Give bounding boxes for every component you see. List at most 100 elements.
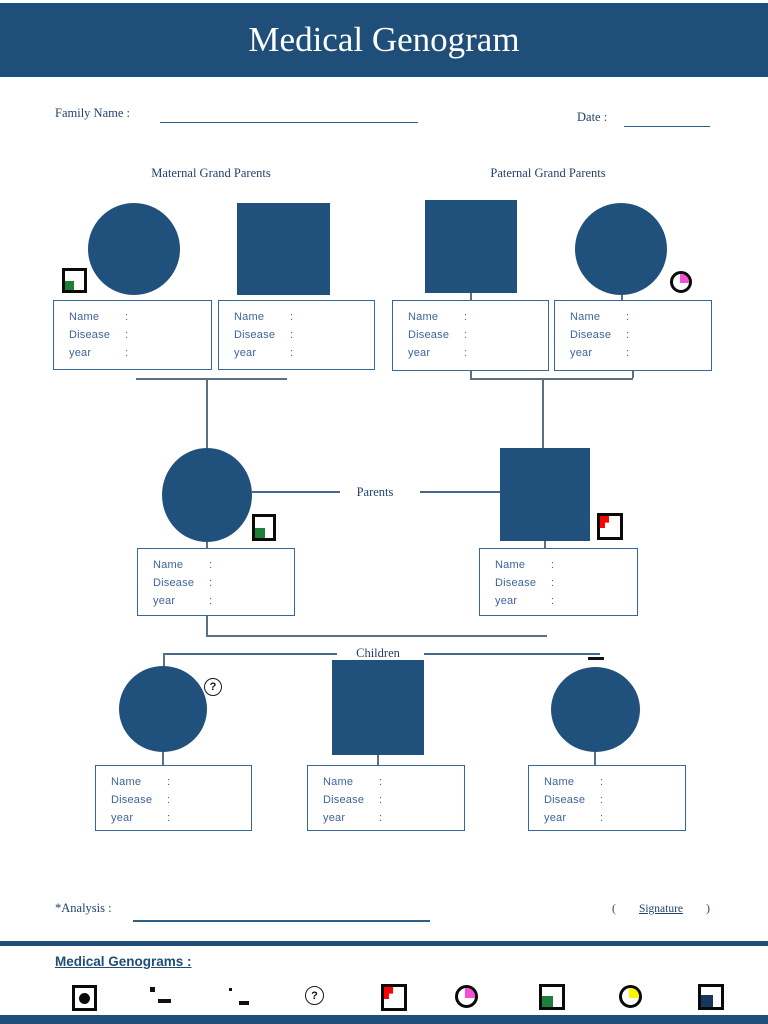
info-box-maternal-grandfather: Name: Disease: year: <box>218 300 375 370</box>
info-row: Disease: <box>138 574 294 592</box>
children-bracket-vertical <box>206 616 208 636</box>
colon: : <box>551 595 555 607</box>
info-row: Name: <box>529 773 685 791</box>
colon: : <box>167 812 171 824</box>
dash <box>239 1001 249 1005</box>
header-bar: Medical Genogram <box>0 3 768 77</box>
connector-tick <box>162 752 164 765</box>
paternal-grandmother-circle <box>575 203 667 295</box>
paternal-grandfather-square <box>425 200 517 293</box>
year-label: year <box>234 347 257 359</box>
connector-tick <box>206 542 208 548</box>
connector-tick <box>470 293 472 300</box>
info-box-mother: Name: Disease: year: <box>137 548 295 616</box>
info-box-maternal-grandmother: Name: Disease: year: <box>53 300 212 370</box>
info-row: Disease: <box>308 791 464 809</box>
children-line-right <box>424 653 600 655</box>
name-label: Name <box>234 311 265 323</box>
colon: : <box>209 595 213 607</box>
pink-quadrant <box>465 988 475 998</box>
children-line-left <box>163 653 337 655</box>
colon: : <box>551 559 555 571</box>
year-label: year <box>323 812 346 824</box>
colon: : <box>290 347 294 359</box>
dot <box>150 987 155 992</box>
colon: : <box>464 329 468 341</box>
family-name-label: Family Name : <box>55 106 130 120</box>
info-box-paternal-grandmother: Name: Disease: year: <box>554 300 712 371</box>
info-row: year: <box>555 344 711 362</box>
colon: : <box>551 577 555 589</box>
colon: : <box>167 794 171 806</box>
question-mark: ? <box>209 681 217 693</box>
info-row: year: <box>529 809 685 827</box>
colon: : <box>125 329 129 341</box>
info-box-child3: Name: Disease: year: <box>528 765 686 831</box>
date-label: Date : <box>577 110 608 124</box>
info-row: Disease: <box>54 326 211 344</box>
date-line <box>624 126 710 127</box>
legend-title: Medical Genograms : <box>55 954 192 969</box>
colon: : <box>125 347 129 359</box>
connector-tick <box>470 371 472 378</box>
green-quadrant <box>542 996 553 1007</box>
paternal-connector-line <box>470 378 633 380</box>
info-row: Name: <box>308 773 464 791</box>
family-name-line <box>160 122 418 123</box>
colon: : <box>209 577 213 589</box>
info-row: Name: <box>480 556 637 574</box>
question-circle-icon: ? <box>305 986 324 1005</box>
page-title: Medical Genogram <box>248 20 520 59</box>
colon: : <box>600 794 604 806</box>
name-label: Name <box>153 559 184 571</box>
connector-tick <box>594 752 596 765</box>
colon: : <box>464 311 468 323</box>
children-title: Children <box>356 646 400 660</box>
connector-tick <box>377 755 379 765</box>
paren-open: ( <box>612 903 616 915</box>
children-bracket-horizontal <box>206 635 547 637</box>
info-box-father: Name: Disease: year: <box>479 548 638 616</box>
year-label: year <box>153 595 176 607</box>
name-label: Name <box>323 776 354 788</box>
info-row: Disease: <box>96 791 251 809</box>
navy-quadrant <box>701 995 713 1007</box>
dotted-marks-icon <box>146 985 174 1007</box>
child1-circle <box>119 666 207 752</box>
disease-label: Disease <box>495 577 537 589</box>
name-label: Name <box>495 559 526 571</box>
parents-title: Parents <box>356 485 394 499</box>
info-row: Name: <box>393 308 548 326</box>
info-row: year: <box>96 809 251 827</box>
maternal-grandparents-title: Maternal Grand Parents <box>151 166 271 180</box>
signature-area: ( Signature ) <box>612 903 710 915</box>
colon: : <box>290 329 294 341</box>
disease-label: Disease <box>234 329 276 341</box>
green-corner-square-icon <box>539 984 565 1010</box>
paternal-descent-line <box>542 379 544 448</box>
black-dot <box>79 992 90 1004</box>
info-row: Disease: <box>480 574 637 592</box>
info-row: Disease: <box>529 791 685 809</box>
name-label: Name <box>570 311 601 323</box>
info-row: Name: <box>138 556 294 574</box>
dash <box>158 999 171 1003</box>
disease-label: Disease <box>408 329 450 341</box>
yellow-corner-circle-icon <box>619 985 642 1008</box>
dot <box>229 988 232 991</box>
info-row: Name: <box>96 773 251 791</box>
analysis-line <box>133 920 430 922</box>
green-quadrant <box>65 281 74 290</box>
pink-corner-circle-icon <box>670 271 692 293</box>
pink-quadrant <box>680 274 689 283</box>
mother-circle <box>162 448 252 542</box>
colon: : <box>600 812 604 824</box>
red-flag-quadrant <box>600 516 609 528</box>
father-square <box>500 448 590 541</box>
year-label: year <box>570 347 593 359</box>
info-box-child2: Name: Disease: year: <box>307 765 465 831</box>
question-mark: ? <box>311 989 318 1002</box>
couple-line-left <box>252 491 340 493</box>
disease-label: Disease <box>323 794 365 806</box>
analysis-label: *Analysis : <box>55 901 112 915</box>
